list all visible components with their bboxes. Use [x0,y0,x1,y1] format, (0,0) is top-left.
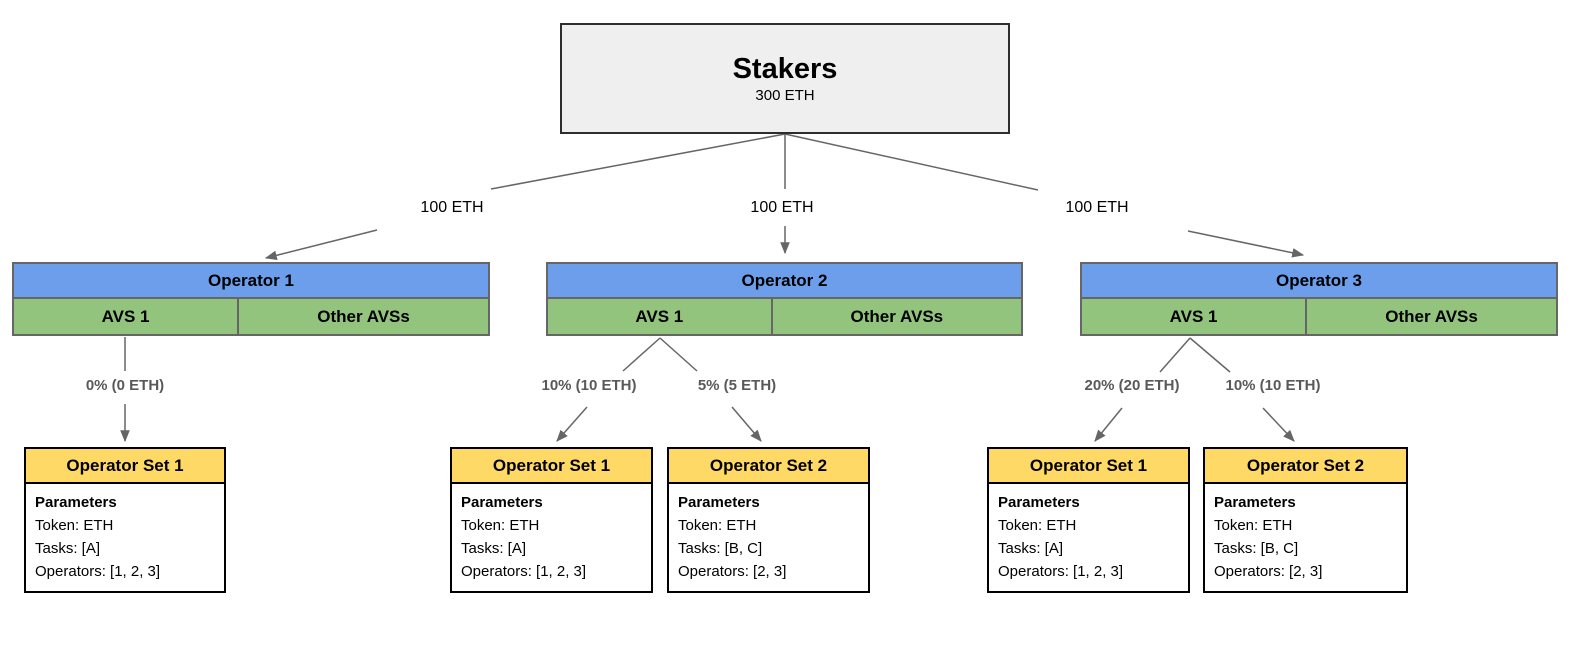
op3-operator-set-1-title: Operator Set 1 [989,449,1188,484]
parameters-heading: Parameters [1214,494,1296,511]
op2-operator-set-1-title: Operator Set 1 [452,449,651,484]
allocation-label-op1-set1: 0% (0 ETH) [85,377,165,394]
op1-operator-set-1-box: Operator Set 1 Parameters Token: ETH Tas… [24,447,226,593]
operator-2-header: Operator 2 [548,264,1021,299]
operator-3-box: Operator 3 AVS 1 Other AVSs [1080,262,1558,336]
parameters-heading: Parameters [461,494,543,511]
operator-2-avs1-cell: AVS 1 [548,299,773,334]
stakers-to-operator1-arrow [264,133,786,261]
operator-3-avs-row: AVS 1 Other AVSs [1082,299,1556,334]
op3-operator-set-1-parameters: Parameters Token: ETH Tasks: [A] Operato… [989,484,1188,591]
operators-line: Operators: [2, 3] [1214,563,1323,580]
stakers-amount: 300 ETH [755,86,815,104]
operator-3-other-avs-cell: Other AVSs [1307,299,1556,334]
operator-2-avs-row: AVS 1 Other AVSs [548,299,1021,334]
tasks-line: Tasks: [A] [35,540,101,557]
operators-line: Operators: [1, 2, 3] [998,563,1124,580]
op3-operator-set-2-title: Operator Set 2 [1205,449,1406,484]
operator-3-header: Operator 3 [1082,264,1556,299]
token-line: Token: ETH [461,517,540,534]
operator-2-box: Operator 2 AVS 1 Other AVSs [546,262,1023,336]
op2-operator-set-1-box: Operator Set 1 Parameters Token: ETH Tas… [450,447,653,593]
stakers-title: Stakers [732,52,838,85]
allocation-label-op3-set2: 10% (10 ETH) [1225,377,1321,394]
op3-operator-set-2-parameters: Parameters Token: ETH Tasks: [B, C] Oper… [1205,484,1406,591]
allocation-label-op2-set2: 5% (5 ETH) [697,377,777,394]
operator-1-avs-row: AVS 1 Other AVSs [14,299,488,334]
operator-2-other-avs-cell: Other AVSs [772,299,1021,334]
operator-1-avs1-cell: AVS 1 [14,299,240,334]
operators-line: Operators: [2, 3] [678,563,787,580]
token-line: Token: ETH [35,517,114,534]
op2-operator-set-2-parameters: Parameters Token: ETH Tasks: [B, C] Oper… [669,484,868,591]
operator-3-avs1-cell: AVS 1 [1082,299,1308,334]
operators-line: Operators: [1, 2, 3] [461,563,587,580]
op1-operator-set-1-parameters: Parameters Token: ETH Tasks: [A] Operato… [26,484,224,591]
stake-amount-label-2: 100 ETH [750,199,814,216]
op2-operator-set-1-parameters: Parameters Token: ETH Tasks: [A] Operato… [452,484,651,591]
operator-1-box: Operator 1 AVS 1 Other AVSs [12,262,490,336]
tasks-line: Tasks: [B, C] [678,540,763,557]
stake-amount-label-3: 100 ETH [1065,199,1129,216]
operator-1-header: Operator 1 [14,264,488,299]
token-line: Token: ETH [1214,517,1293,534]
op3-operator-set-2-box: Operator Set 2 Parameters Token: ETH Tas… [1203,447,1408,593]
allocation-label-op2-set1: 10% (10 ETH) [541,377,637,394]
stakers-box: Stakers 300 ETH [560,23,1010,134]
op1-operator-set-1-title: Operator Set 1 [26,449,224,484]
operator-1-other-avs-cell: Other AVSs [239,299,488,334]
parameters-heading: Parameters [35,494,117,511]
tasks-line: Tasks: [A] [998,540,1064,557]
stake-amount-label-1: 100 ETH [420,199,484,216]
parameters-heading: Parameters [678,494,760,511]
tasks-line: Tasks: [A] [461,540,527,557]
token-line: Token: ETH [678,517,757,534]
parameters-heading: Parameters [998,494,1080,511]
stakers-to-operator3-arrow [784,133,1305,258]
allocation-label-op3-set1: 20% (20 ETH) [1084,377,1180,394]
op3-operator-set-1-box: Operator Set 1 Parameters Token: ETH Tas… [987,447,1190,593]
operators-line: Operators: [1, 2, 3] [35,563,161,580]
token-line: Token: ETH [998,517,1077,534]
op2-operator-set-2-box: Operator Set 2 Parameters Token: ETH Tas… [667,447,870,593]
tasks-line: Tasks: [B, C] [1214,540,1299,557]
op2-operator-set-2-title: Operator Set 2 [669,449,868,484]
